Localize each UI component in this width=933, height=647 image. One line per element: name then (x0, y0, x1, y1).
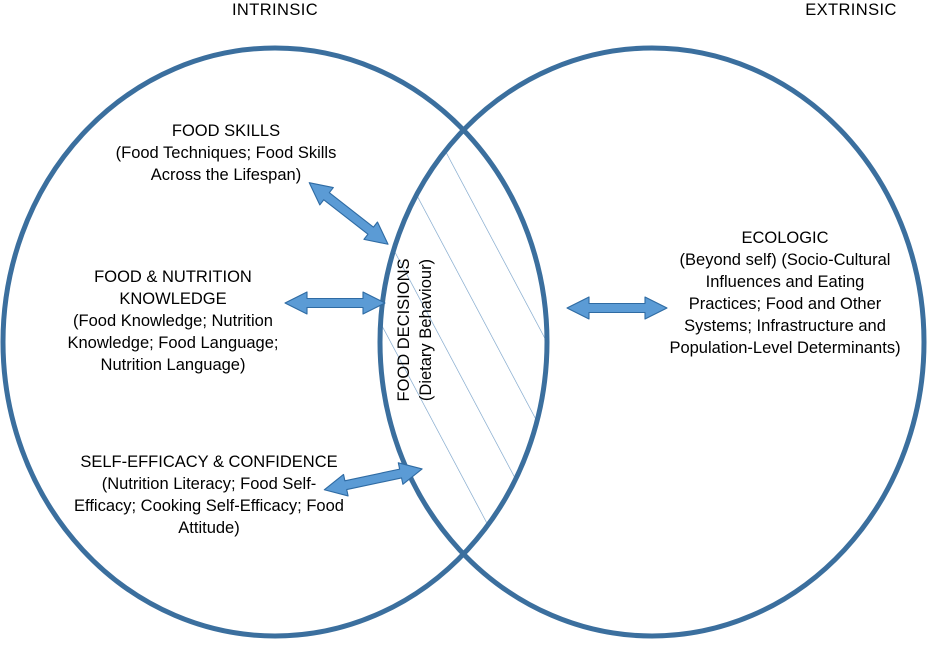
label-ecologic: ECOLOGIC (Beyond self) (Socio-Cultural I… (668, 228, 902, 360)
right-circle-outline (377, 45, 927, 639)
label-food-nutrition-knowledge-title: FOOD & NUTRITION KNOWLEDGE (94, 268, 252, 308)
header-label-intrinsic: INTRINSIC (231, 1, 319, 19)
header-label-extrinsic: EXTRINSIC (805, 1, 897, 19)
left-circle-outline (0, 45, 550, 639)
label-self-efficacy-confidence: SELF-EFFICACY & CONFIDENCE (Nutrition Li… (72, 452, 346, 540)
label-food-skills-detail: (Food Techniques; Food Skills Across the… (115, 143, 337, 184)
label-food-skills: FOOD SKILLS (Food Techniques; Food Skill… (96, 121, 356, 187)
label-food-nutrition-knowledge: FOOD & NUTRITION KNOWLEDGE (Food Knowled… (42, 267, 304, 377)
label-food-nutrition-knowledge-detail: (Food Knowledge; Nutrition Knowledge; Fo… (67, 311, 279, 374)
label-ecologic-title: ECOLOGIC (741, 229, 829, 247)
arrow-ecologic (566, 296, 668, 320)
label-self-efficacy-confidence-detail: (Nutrition Literacy; Food Self-Efficacy;… (74, 474, 344, 537)
label-self-efficacy-confidence-title: SELF-EFFICACY & CONFIDENCE (80, 453, 338, 471)
label-food-skills-title: FOOD SKILLS (171, 122, 281, 140)
label-ecologic-detail: (Beyond self) (Socio-Cultural Influences… (669, 250, 901, 357)
